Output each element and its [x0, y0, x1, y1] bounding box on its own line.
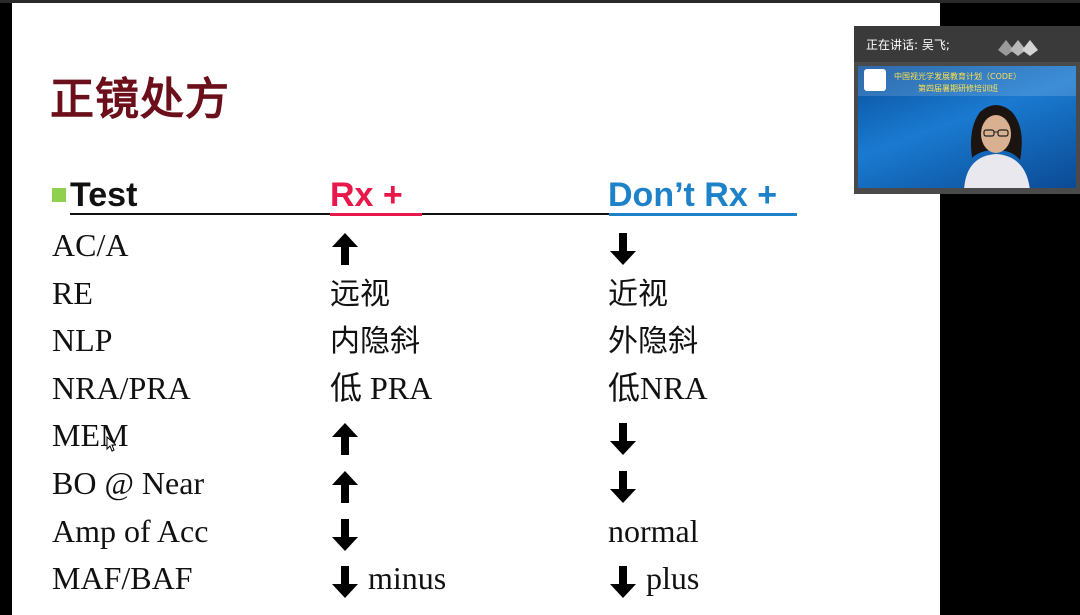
cell-text: normal: [608, 513, 699, 549]
test-name: AC/A: [52, 227, 129, 263]
rx-value: [330, 509, 360, 553]
test-name: BO @ Near: [52, 465, 205, 501]
slide-title: 正镜处方: [50, 74, 230, 125]
dont-rx-value: plus: [608, 556, 699, 600]
table-row: MEM: [12, 413, 940, 457]
dont-rx-underline: [609, 213, 797, 216]
banner-line-2: 第四届暑期研修培训班: [918, 84, 998, 93]
cell-text: 远视: [330, 277, 390, 312]
arrow-up-icon: [330, 421, 360, 457]
arrow-down-icon: [330, 517, 360, 553]
rx-value: [330, 413, 360, 457]
arrow-down-icon: [330, 564, 360, 600]
mouse-cursor-icon: [106, 436, 116, 452]
video-panel[interactable]: 正在讲话: 吴飞; 中国视光学发展教育计划（CODE） 第四届暑期研修培训班: [854, 26, 1080, 194]
rx-underline: [330, 213, 422, 216]
header-test: Test: [52, 175, 137, 215]
arrow-down-icon: [608, 421, 638, 457]
video-panel-header: 正在讲话: 吴飞;: [854, 26, 1080, 62]
table-row: NRA/PRA 低 PRA 低NRA: [12, 366, 940, 410]
test-name: NRA/PRA: [52, 370, 191, 406]
window-top-bar: [0, 0, 1080, 3]
presentation-slide: 正镜处方 Test Rx + Don’t Rx + AC/A RE 远视 近视 NLP 内…: [12, 3, 940, 615]
event-banner: 中国视光学发展教育计划（CODE） 第四届暑期研修培训班: [858, 66, 1076, 96]
cell-text: 低NRA: [608, 370, 708, 406]
test-name: Amp of Acc: [52, 513, 209, 549]
table-row: NLP 内隐斜 外隐斜: [12, 318, 940, 362]
header-rule: [422, 213, 612, 215]
cell-text: 内隐斜: [330, 324, 420, 359]
speaker-portrait-icon: [964, 105, 1030, 188]
speaker-video-feed: 中国视光学发展教育计划（CODE） 第四届暑期研修培训班 吴飞: [858, 66, 1076, 188]
dont-rx-value: [608, 461, 638, 505]
rx-value: minus: [330, 556, 446, 600]
bullet-square-icon: [52, 188, 66, 202]
test-name: MEM: [52, 417, 129, 453]
app-logo-icon: [998, 40, 1038, 56]
banner-logo-icon: [864, 69, 886, 91]
test-name: MAF/BAF: [52, 560, 193, 596]
rx-value: 低 PRA: [330, 366, 432, 410]
table-row: Amp of Acc normal: [12, 509, 940, 553]
rx-value: 远视: [330, 271, 390, 315]
header-dont-rx: Don’t Rx +: [608, 176, 778, 214]
arrow-up-icon: [330, 469, 360, 505]
rx-value: 内隐斜: [330, 318, 420, 362]
rx-value: [330, 223, 360, 267]
arrow-down-icon: [608, 564, 638, 600]
rx-value: [330, 461, 360, 505]
dont-rx-value: [608, 413, 638, 457]
header-rx: Rx +: [330, 176, 403, 214]
cell-text: 低 PRA: [330, 370, 433, 406]
speaking-indicator: 正在讲话: 吴飞;: [866, 38, 950, 52]
cell-text: minus: [368, 560, 447, 596]
table-row: MAF/BAF minus plus: [12, 556, 940, 600]
banner-line-1: 中国视光学发展教育计划（CODE）: [894, 72, 1022, 81]
arrow-down-icon: [608, 231, 638, 267]
cell-text: 近视: [608, 277, 668, 312]
dont-rx-value: normal: [608, 509, 699, 553]
test-name: NLP: [52, 322, 113, 358]
test-name: RE: [52, 275, 93, 311]
header-rule: [70, 213, 332, 215]
cell-text: 外隐斜: [608, 324, 698, 359]
dont-rx-value: 低NRA: [608, 366, 708, 410]
cell-text: plus: [646, 560, 700, 596]
table-row: BO @ Near: [12, 461, 940, 505]
dont-rx-value: 近视: [608, 271, 668, 315]
arrow-up-icon: [330, 231, 360, 267]
dont-rx-value: 外隐斜: [608, 318, 698, 362]
dont-rx-value: [608, 223, 638, 267]
header-test-label: Test: [70, 176, 138, 214]
table-row: AC/A: [12, 223, 940, 267]
arrow-down-icon: [608, 469, 638, 505]
table-row: RE 远视 近视: [12, 271, 940, 315]
